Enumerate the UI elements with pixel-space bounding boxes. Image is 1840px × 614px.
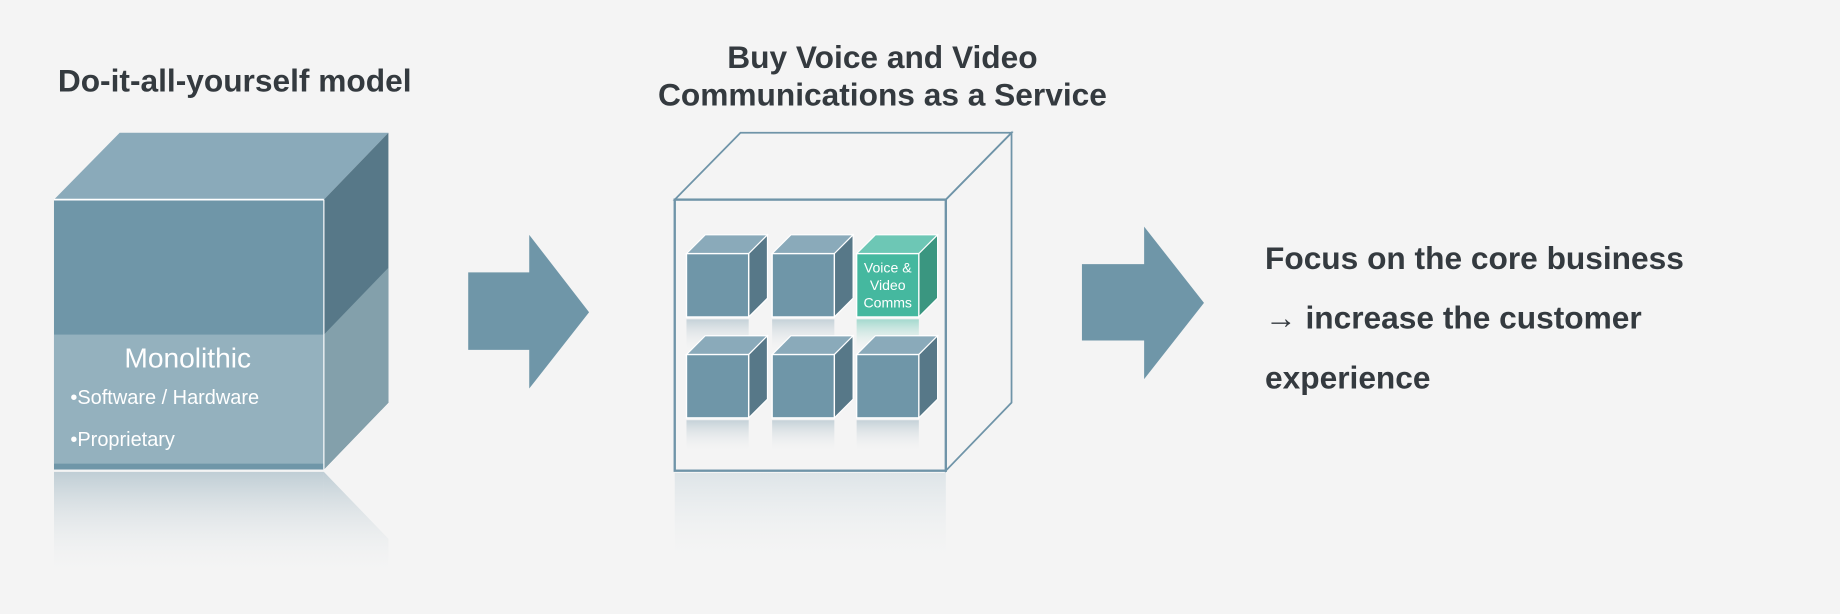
arrow-right-icon	[1081, 226, 1204, 380]
benefit-line-2: → increase the customer	[1265, 300, 1642, 336]
bullet-software-hardware: •Software / Hardware	[70, 387, 259, 409]
module-cube	[770, 233, 855, 353]
benefit-line-1: Focus on the core business	[1265, 240, 1684, 276]
module-cube	[770, 334, 855, 454]
service-glass-cube	[672, 130, 1014, 567]
module-cube	[685, 334, 769, 454]
highlight-cube-label: Comms	[863, 295, 912, 311]
highlight-cube-label: Video	[870, 277, 906, 293]
highlight-cube-label: Voice &	[864, 259, 912, 275]
cube-label: Monolithic	[124, 342, 251, 373]
bullet-proprietary: •Proprietary	[70, 429, 175, 451]
module-cube	[685, 233, 769, 353]
benefit-line-3: experience	[1265, 360, 1431, 396]
arrow-right-icon	[468, 234, 590, 389]
monolithic-cube: Monolithic •Software / Hardware •Proprie…	[53, 132, 389, 578]
cube-reflection	[53, 471, 324, 578]
left-title: Do-it-all-yourself model	[58, 63, 412, 99]
middle-title-line-2: Communications as a Service	[658, 77, 1107, 113]
module-cube	[855, 334, 940, 454]
middle-title-line-1: Buy Voice and Video	[727, 39, 1037, 75]
